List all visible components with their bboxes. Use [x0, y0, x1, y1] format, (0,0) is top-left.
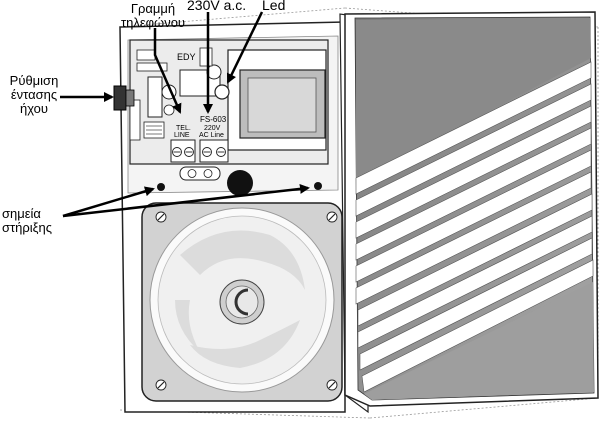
phone-line-callout-line2: τηλεφώνου [120, 15, 186, 30]
callout-arrows [60, 11, 310, 218]
ac-label-2: AC Line [199, 132, 224, 139]
wire-clip [179, 166, 221, 181]
phone-line-terminal [170, 139, 196, 163]
circuit-board: EDY FS-603 TEL. LINE 220V AC Line [129, 39, 329, 165]
tel-label-2: LINE [174, 132, 190, 139]
cover [339, 11, 599, 414]
led-indicator [214, 84, 230, 100]
volume-knob [113, 85, 135, 111]
led-callout: Led [262, 0, 286, 13]
brand-label: EDY [177, 52, 196, 62]
phone-line-callout: Γραμμή τηλεφώνου [113, 2, 193, 30]
speaker [141, 202, 343, 402]
mount-hole-right [314, 182, 322, 190]
cable-hole [227, 170, 253, 196]
mount-points-callout-line1: σημεία [2, 206, 41, 221]
mount-hole-left [157, 183, 165, 191]
volume-callout-line2: έντασης [10, 87, 58, 102]
volume-callout-line3: ήχου [19, 101, 49, 116]
cover-slats [355, 61, 594, 393]
phone-line-callout-line1: Γραμμή [130, 1, 176, 16]
mount-points-callout: σημεία στήριξης [2, 207, 52, 235]
tel-label-1: TEL. [176, 125, 191, 132]
ac-label-1: 220V [204, 125, 221, 132]
power-callout: 230V a.c. [187, 0, 247, 13]
volume-callout: Ρύθμιση έντασης ήχου [4, 74, 64, 116]
volume-callout-line1: Ρύθμιση [9, 73, 59, 88]
mount-points-callout-line2: στήριξης [2, 220, 52, 235]
power-terminal [199, 139, 229, 163]
model-label: FS-603 [200, 115, 227, 124]
